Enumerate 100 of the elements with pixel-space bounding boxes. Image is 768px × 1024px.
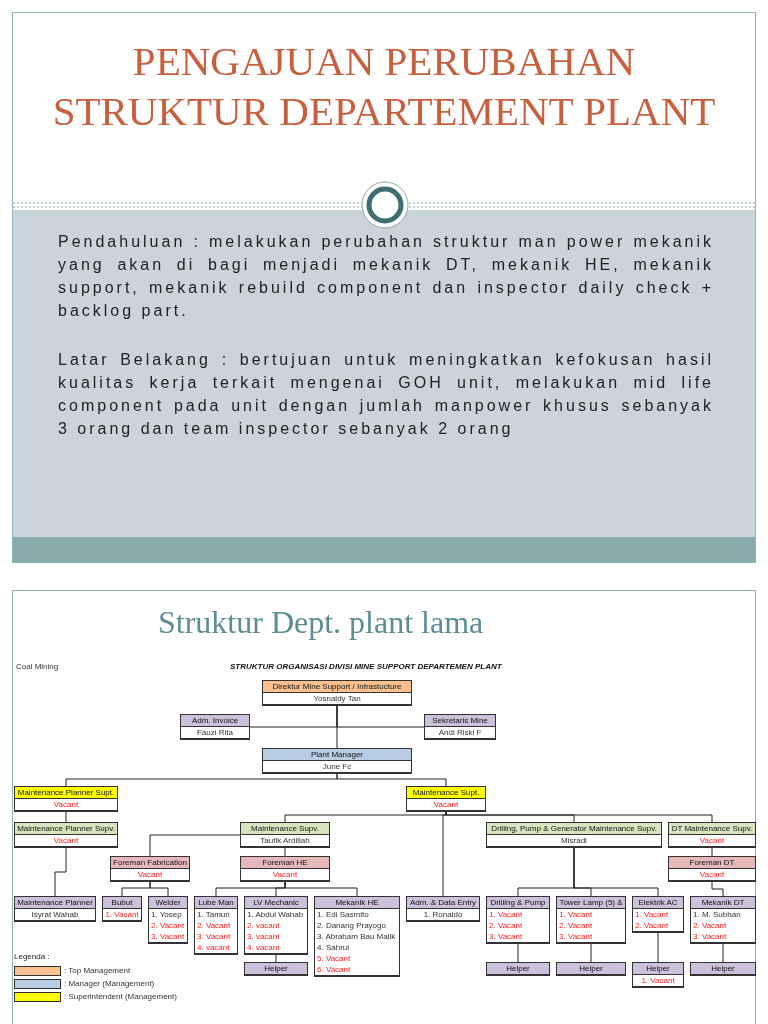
connector-line: [54, 847, 67, 897]
employee-name: Vacant: [136, 869, 164, 880]
position-box: [632, 962, 684, 988]
employee-name: 1. Vacant: [104, 909, 140, 920]
employee-name: 2. Vacant: [150, 920, 186, 931]
connector-line: [442, 811, 447, 897]
employee-name: June Fc: [321, 761, 353, 772]
connector-line: [573, 847, 659, 897]
position-title: Mekanik DT: [691, 897, 755, 909]
position-box: [194, 896, 238, 955]
subtitle: Coal Mining: [16, 662, 59, 671]
employee-name: 3. Abraham Bau Malik: [316, 931, 397, 942]
position-title: Helper: [245, 963, 307, 974]
employee-name: 2. Vacant: [488, 920, 524, 931]
employee-name: 3. Vacant: [558, 931, 594, 942]
legend-title: Legenda :: [14, 952, 50, 961]
employee-name: 1. Vacant: [634, 909, 670, 920]
employee-name: 1. Tamun: [196, 909, 231, 920]
employee-name: Yosnaldy Tan: [312, 693, 362, 704]
position-box: [668, 822, 756, 848]
employee-name: Misradi: [560, 835, 588, 846]
connector-line: [336, 773, 447, 787]
employee-name: Vacant: [698, 835, 726, 846]
employee-name: 2. Vacant: [634, 920, 670, 931]
employee-name: Vacant: [271, 869, 299, 880]
position-title: Helper: [633, 963, 683, 975]
employee-name: 5. Vacant: [316, 953, 352, 964]
paragraph: Pendahuluan : melakukan perubahan struktur man power mekanik yang akan di bagi menjadi mekanik DT, mekanik HE, mekanik support, mekanik rebuild component dan inspector daily check + backlog part.: [58, 232, 714, 321]
position-title: Maintenance Planner: [15, 897, 95, 909]
position-box: [314, 896, 400, 977]
position-title: Adm. & Data Entry: [407, 897, 479, 909]
position-box: [262, 748, 412, 774]
position-box: [110, 856, 190, 882]
connector-line: [284, 881, 358, 897]
position-box: [668, 856, 756, 882]
position-box: [14, 896, 96, 922]
position-title: Mekanik HE: [315, 897, 399, 909]
position-box: [240, 822, 330, 848]
legend-label: : Top Management: [64, 966, 131, 976]
position-title: Helper: [557, 963, 625, 974]
position-title: LV Mechanic: [245, 897, 307, 909]
legend-label: : Superintendent (Management): [64, 992, 177, 1002]
position-title: Drilling, Pump & Generator Maintenance Supv.: [487, 823, 661, 835]
employee-name: Andi Riski F: [437, 727, 483, 738]
position-title: Sekretaris Mine: [425, 715, 495, 727]
position-title: Elektrik AC: [633, 897, 683, 909]
position-box: [486, 822, 662, 848]
position-box: [14, 822, 118, 848]
employee-name: Vacant: [432, 799, 460, 810]
employee-name: 1. Ronaldo: [422, 909, 464, 920]
employee-name: 3. Vacant: [196, 931, 232, 942]
position-box: [486, 896, 550, 944]
employee-name: 1. Abdul Wahab: [246, 909, 305, 920]
position-box: [632, 896, 684, 933]
position-title: Tower Lamp (5) &: [557, 897, 625, 909]
employee-name: Taufik Ardillah: [259, 835, 311, 846]
connector-line: [284, 847, 286, 857]
employee-name: 2. Vacant: [558, 920, 594, 931]
position-box: [424, 714, 496, 740]
position-box: [102, 896, 142, 922]
position-title: Welder: [149, 897, 187, 909]
slide-title: PENGAJUAN PERUBAHAN STRUKTUR DEPARTEMENT PLANT: [51, 37, 717, 136]
position-title: Helper: [691, 963, 755, 974]
connector-line: [711, 847, 713, 857]
position-title: Plant Manager: [263, 749, 411, 761]
connector-line: [275, 954, 277, 963]
position-title: Direktur Mine Support / Infrastucture: [263, 681, 411, 693]
connector-line: [711, 881, 724, 897]
position-box: [240, 856, 330, 882]
position-title: Maintenance Planner Supt.: [15, 787, 117, 799]
position-title: Bubut: [103, 897, 141, 909]
paragraph: Latar Belakang : bertujuan untuk meningkatkan kefokusan hasil kualitas kerja terkait mengenai GOH unit, melakukan mid life component pada unit dengan jumlah manpower khusus sebanyak 3 orang dan team inspector sebanyak 2 orang: [58, 350, 714, 439]
position-title: Lube Man: [195, 897, 237, 909]
connector-line: [149, 834, 241, 857]
employee-name: 3. Vacant: [692, 931, 728, 942]
position-title: Adm. Invoice: [181, 715, 249, 727]
employee-name: 6. Vacant: [316, 964, 352, 975]
position-box: [148, 896, 188, 944]
employee-name: 3. Vacant: [150, 931, 186, 942]
employee-name: 1. Vacant: [640, 975, 676, 986]
employee-name: 1. M. Subhan: [692, 909, 742, 920]
position-box: [14, 786, 118, 812]
employee-name: 3. Vacant: [488, 931, 524, 942]
position-title: Helper: [487, 963, 549, 974]
employee-name: 1. Vacant: [558, 909, 594, 920]
connector-line: [657, 932, 659, 963]
position-box: [180, 714, 250, 740]
connector-line: [336, 705, 338, 749]
position-box: [556, 896, 626, 944]
position-title: Maintenance Planner Supv.: [15, 823, 117, 835]
position-box: [690, 896, 756, 944]
slide-title: Struktur Dept. plant lama: [158, 604, 484, 641]
employee-name: 2. Vacant: [692, 920, 728, 931]
legend-label: : Manager (Management): [64, 979, 155, 989]
position-title: Drilling & Pump: [487, 897, 549, 909]
connector-line: [517, 943, 519, 963]
chart-title: STRUKTUR ORGANISASI DIVISI MINE SUPPORT DEPARTEMEN PLANT: [230, 662, 502, 671]
position-box: [406, 896, 480, 922]
position-box: [244, 896, 308, 955]
position-title: Maintenance Supv.: [241, 823, 329, 835]
